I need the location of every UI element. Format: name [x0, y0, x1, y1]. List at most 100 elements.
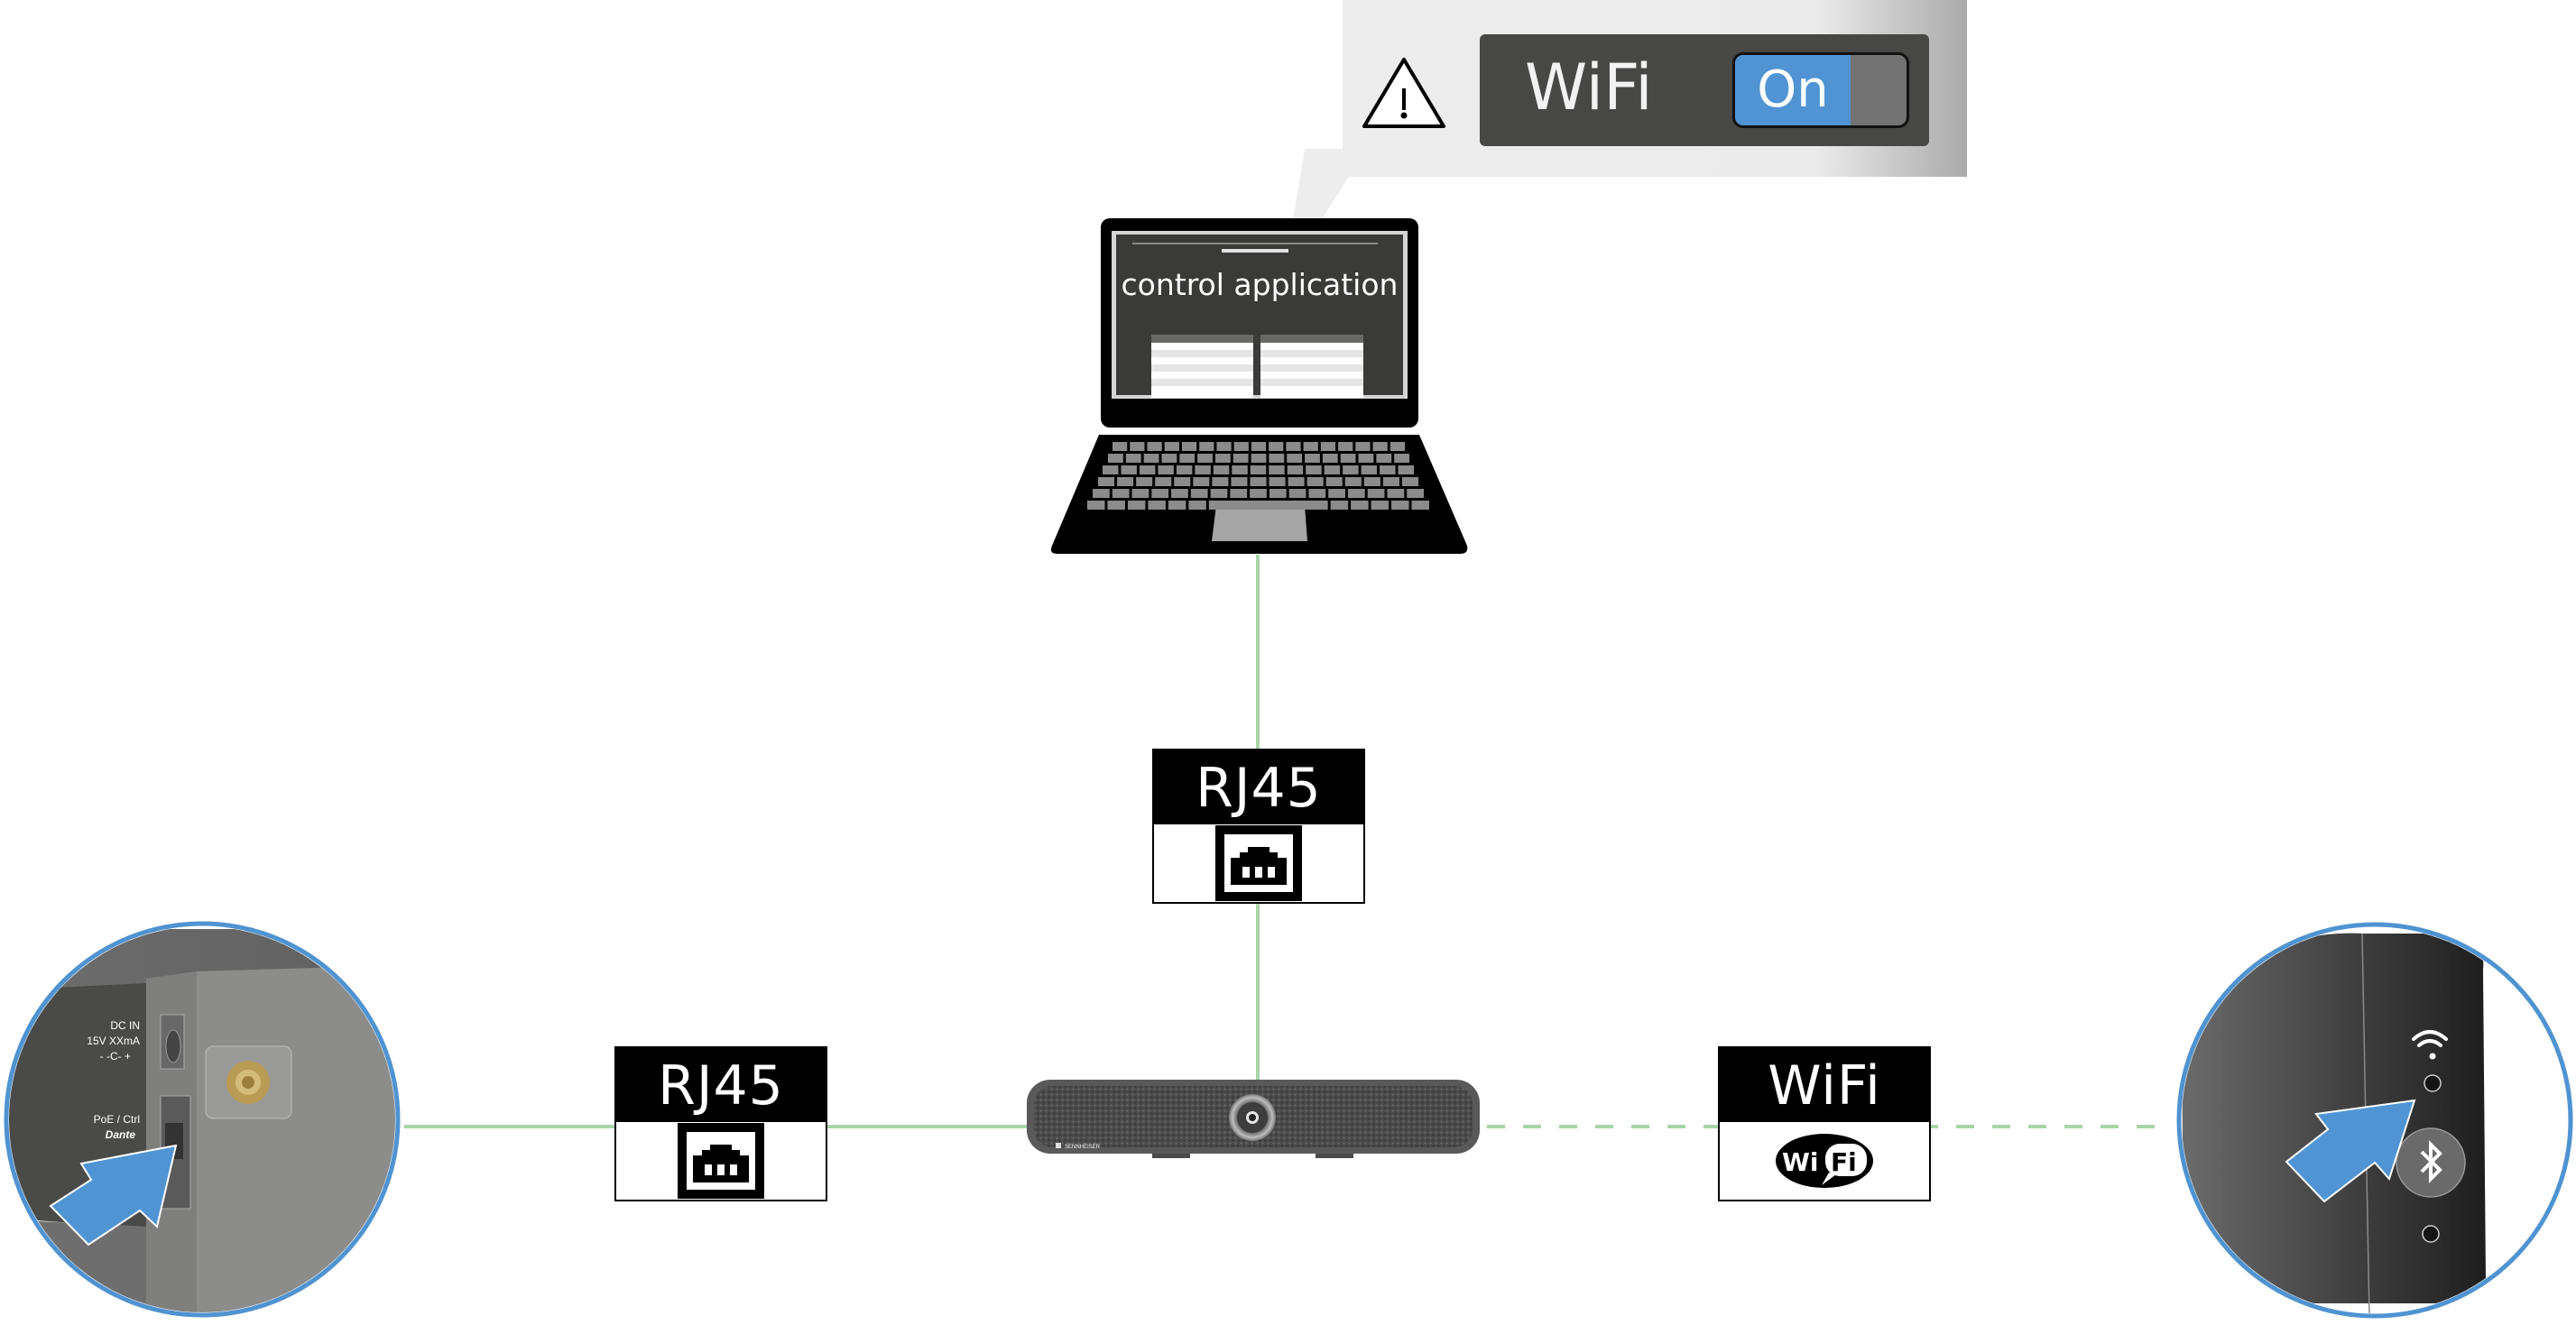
screen-table [1151, 335, 1363, 398]
laptop-key [1125, 454, 1141, 463]
device-foot-right [1316, 1151, 1353, 1158]
laptop-key [1269, 477, 1286, 486]
rear-label-dc-in: DC IN [110, 1019, 140, 1032]
laptop-key [1232, 465, 1248, 474]
laptop-key [1391, 501, 1409, 510]
laptop-key-space [1208, 501, 1328, 510]
laptop-key [1251, 442, 1267, 451]
laptop-key [1158, 465, 1174, 474]
wifi-setting-panel: WiFi On [1480, 34, 1929, 146]
laptop-key [1288, 477, 1305, 486]
laptop-key [1351, 501, 1369, 510]
laptop-key [1269, 442, 1284, 451]
detail-circle-border [2176, 922, 2573, 1319]
ethernet-port-icon [678, 1123, 764, 1199]
laptop-key [1176, 465, 1193, 474]
laptop-key [1287, 465, 1304, 474]
laptop-key [1363, 477, 1380, 486]
rear-label-dante: Dante [106, 1128, 136, 1141]
badge-rj45-rear: RJ45 [614, 1046, 827, 1201]
laptop-key [1398, 465, 1414, 474]
laptop-key [1390, 442, 1405, 451]
laptop-key [1214, 454, 1231, 463]
laptop-key [1320, 442, 1336, 451]
laptop-key [1347, 489, 1365, 498]
laptop-key [1127, 501, 1146, 510]
wifi-setting-label: WiFi [1525, 51, 1653, 124]
laptop-key [1387, 489, 1405, 498]
laptop-key [1212, 477, 1229, 486]
wifi-signal-icon [2412, 1030, 2448, 1060]
laptop-key [1250, 465, 1267, 474]
laptop-key [1306, 477, 1324, 486]
laptop-key [1147, 442, 1162, 451]
wifi-logo-text-left: Wi [1782, 1147, 1818, 1177]
laptop-key [1325, 477, 1343, 486]
laptop-key [1148, 501, 1166, 510]
laptop-key [1324, 465, 1341, 474]
laptop-key [1130, 442, 1145, 451]
laptop-key [1250, 477, 1267, 486]
laptop-key [1168, 501, 1186, 510]
laptop-key [1087, 501, 1105, 510]
laptop-key [1250, 489, 1267, 498]
laptop-key [1174, 477, 1191, 486]
badge-rj45-label: RJ45 [1154, 750, 1363, 824]
laptop-key [1210, 489, 1228, 498]
laptop-key [1151, 489, 1169, 498]
laptop-key [1251, 454, 1267, 463]
laptop-key [1340, 454, 1356, 463]
laptop-key [1197, 454, 1213, 463]
laptop-key [1213, 465, 1230, 474]
laptop-key [1411, 501, 1429, 510]
laptop-key [1103, 465, 1119, 474]
wifi-logo-text-right: Fi [1831, 1147, 1857, 1177]
laptop-key [1143, 454, 1159, 463]
wifi-button-hole[interactable] [2424, 1074, 2442, 1092]
laptop-key [1113, 442, 1128, 451]
laptop-key [1233, 454, 1249, 463]
laptop-key [1401, 477, 1418, 486]
wifi-toggle[interactable]: On [1732, 52, 1909, 128]
laptop-key [1193, 477, 1210, 486]
laptop-key [1367, 489, 1385, 498]
laptop-key [1108, 454, 1123, 463]
badge-wifi: Wi Fi Wi Fi [1718, 1046, 1931, 1201]
wifi-logo-icon: Wi Fi [1776, 1134, 1873, 1188]
laptop-key [1155, 477, 1172, 486]
laptop-key [1161, 454, 1177, 463]
laptop-key [1093, 489, 1110, 498]
laptop-key [1112, 489, 1130, 498]
detail-circle-border [4, 921, 401, 1318]
laptop-key [1305, 454, 1320, 463]
device-foot-left [1152, 1151, 1190, 1158]
laptop-key [1230, 489, 1248, 498]
laptop-key [1355, 442, 1371, 451]
laptop-key [1394, 454, 1409, 463]
control-application-title: control application [1121, 267, 1399, 302]
ethernet-port-icon [1215, 825, 1302, 901]
laptop-key [1188, 501, 1206, 510]
laptop-key [1338, 442, 1353, 451]
laptop-key [1371, 501, 1390, 510]
rear-label-polarity: - -C- + [100, 1050, 131, 1063]
laptop-key [1328, 489, 1345, 498]
rear-label-voltage: 15V XXmA [87, 1035, 140, 1047]
laptop-key [1322, 454, 1338, 463]
laptop-key [1171, 489, 1188, 498]
laptop-key [1181, 442, 1197, 451]
badge-rj45-laptop: RJ45 [1152, 749, 1365, 904]
laptop-key [1269, 465, 1285, 474]
laptop-key [1361, 465, 1378, 474]
laptop-key [1372, 442, 1388, 451]
laptop-key [1269, 489, 1287, 498]
reset-hole[interactable] [2422, 1225, 2440, 1243]
laptop-key [1164, 442, 1179, 451]
laptop-key [1231, 477, 1248, 486]
laptop-key [1117, 477, 1134, 486]
laptop-key [1380, 465, 1396, 474]
